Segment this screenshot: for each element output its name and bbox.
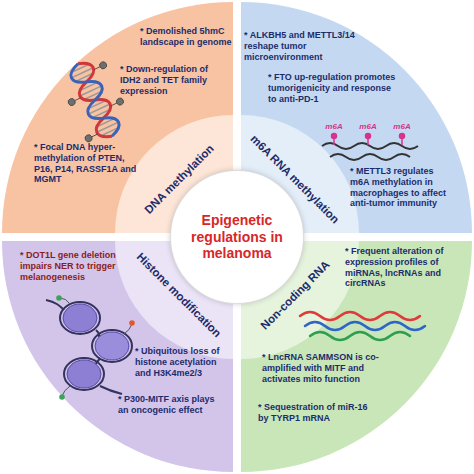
bullet-text: * METTL3 regulates m6A methylation in ma…: [350, 166, 454, 209]
bullet-text: * ALKBH5 and METTL3/14 reshape tumor mic…: [244, 30, 356, 62]
m6a-tag: m6A: [320, 122, 348, 131]
sector-fill: [241, 241, 472, 472]
bullet-text: * DOT1L gene deletion impairs NER to tri…: [20, 250, 128, 282]
bullet-text: * Sequestration of miR-16 by TYRP1 mRNA: [258, 402, 370, 424]
bullet-text: * Down-regulation of IDH2 and TET family…: [120, 64, 228, 96]
bullet-text: * Ubiquitous loss of histone acetylation…: [135, 346, 230, 378]
sector-fill: [241, 2, 472, 233]
center-circle: Epigenetic regulations in melanoma: [171, 171, 303, 303]
sector-fill: [2, 241, 233, 472]
bullet-text: * Frequent alteration of expression prof…: [345, 246, 455, 289]
sector-inner-band: [241, 115, 359, 233]
bullet-text: * Demolished 5hmC landscape in genome: [140, 26, 232, 48]
m6a-tag: m6A: [388, 122, 416, 131]
sector-inner-band: [241, 241, 359, 359]
sector-fill: [2, 2, 233, 233]
bullet-text: * P300-MITF axis plays an oncogenic effe…: [118, 394, 226, 416]
m6a-tag: m6A: [354, 122, 382, 131]
bullet-text: * Focal DNA hyper-methylation of PTEN, P…: [34, 142, 142, 185]
sector-inner-band: [115, 241, 233, 359]
bullet-text: * FTO up-regulation promotes tumorigenic…: [268, 72, 398, 104]
center-title: Epigenetic regulations in melanoma: [181, 212, 293, 262]
sector-inner-band: [115, 115, 233, 233]
bullet-text: * LncRNA SAMMSON is co-amplified with MI…: [262, 352, 402, 384]
